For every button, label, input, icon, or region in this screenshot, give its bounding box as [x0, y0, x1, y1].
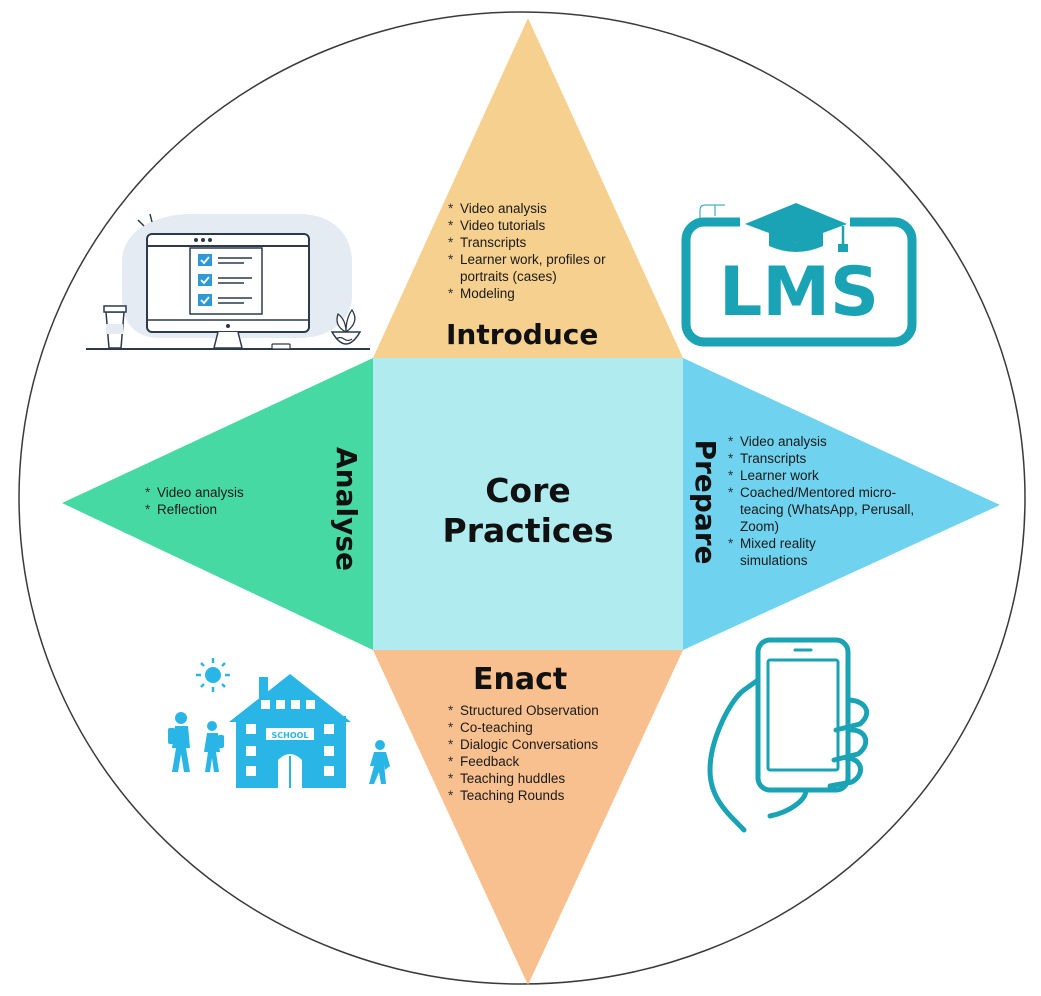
enact-item: Teaching huddles [448, 770, 648, 787]
prepare-item: Learner work [728, 467, 928, 484]
introduce-item: Modeling [448, 285, 648, 302]
introduce-item: Transcripts [448, 234, 648, 251]
center-title-line2: Practices [442, 511, 614, 550]
analyse-title: Analyse [330, 446, 363, 571]
lms-graduation-cap-icon [681, 203, 917, 347]
school-sign-text: SCHOOL [271, 731, 308, 740]
school-building-icon [168, 658, 390, 788]
computer-checklist-icon [86, 213, 370, 350]
center-title-line1: Core [485, 471, 571, 510]
prepare-item: Transcripts [728, 450, 928, 467]
enact-item: Co-teaching [448, 719, 648, 736]
analyse-item: Video analysis [145, 484, 285, 501]
lms-text: LMS [719, 253, 879, 332]
center-square [373, 358, 683, 650]
prepare-title: Prepare [689, 439, 722, 565]
analyse-item: Reflection [145, 501, 285, 518]
prepare-item: Video analysis [728, 433, 928, 450]
enact-item: Teaching Rounds [448, 787, 648, 804]
introduce-item: Video tutorials [448, 217, 648, 234]
introduce-list: Video analysis Video tutorials Transcrip… [448, 200, 648, 302]
phone-in-hand-icon [707, 637, 870, 833]
enact-list: Structured Observation Co-teaching Dialo… [448, 702, 648, 804]
enact-item: Structured Observation [448, 702, 648, 719]
prepare-list: Video analysis Transcripts Learner work … [728, 433, 928, 569]
enact-title: Enact [473, 662, 568, 697]
prepare-item: Coached/Mentored micro-teacing (WhatsApp… [728, 484, 930, 535]
analyse-list: Video analysis Reflection [145, 484, 285, 518]
enact-item: Dialogic Conversations [448, 736, 648, 753]
prepare-item: Mixed reality simulations [728, 535, 850, 569]
introduce-title: Introduce [446, 318, 599, 351]
enact-item: Feedback [448, 753, 648, 770]
introduce-item: Video analysis [448, 200, 648, 217]
introduce-item: Learner work, profiles or portraits (cas… [448, 251, 630, 285]
center-title: Core Practices [403, 471, 653, 551]
